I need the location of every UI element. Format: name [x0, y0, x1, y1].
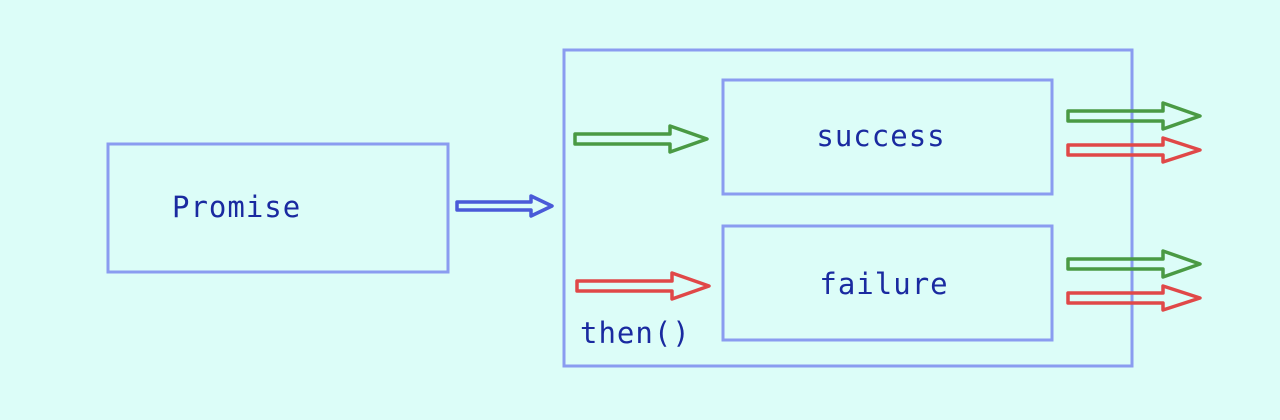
success-box	[721, 78, 1054, 196]
promise-label: Promise	[172, 190, 301, 224]
failure-label: failure	[819, 267, 948, 301]
failure-out-fulfilled-arrow	[1066, 249, 1202, 279]
into-success-arrow	[573, 124, 709, 154]
into-failure-arrow	[575, 271, 711, 301]
promise-to-then-arrow	[455, 194, 554, 218]
success-label: success	[816, 119, 945, 153]
then-label: then()	[580, 316, 691, 350]
then-container-box	[562, 48, 1134, 368]
success-out-rejected-arrow	[1066, 136, 1202, 164]
failure-out-rejected-arrow	[1066, 284, 1202, 312]
failure-box	[721, 224, 1054, 342]
promise-box	[106, 142, 450, 274]
success-out-fulfilled-arrow	[1066, 101, 1202, 131]
